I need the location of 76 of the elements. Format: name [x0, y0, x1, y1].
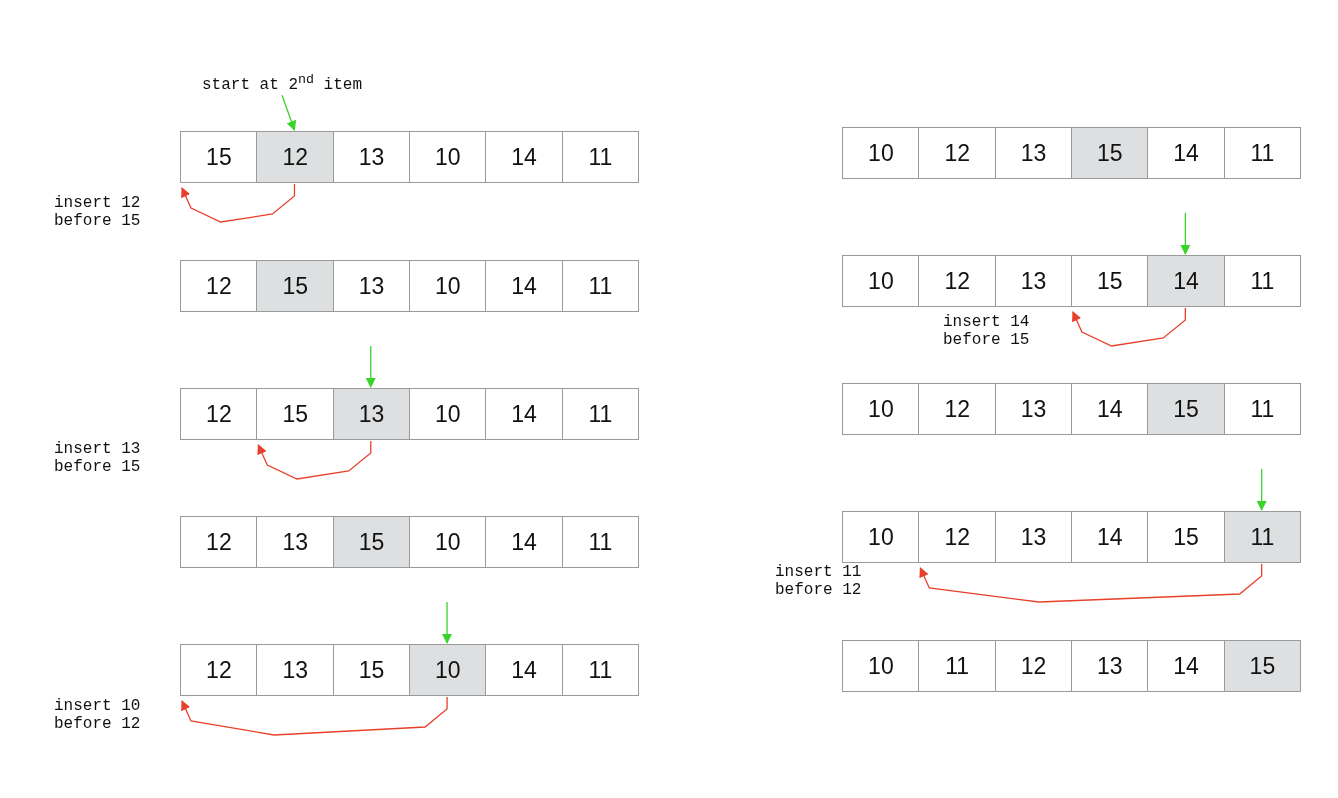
array-cell: 14 [1147, 640, 1225, 692]
array-cell: 12 [918, 255, 997, 307]
array-cell: 15 [332, 516, 411, 568]
array-cell: 12 [918, 127, 997, 179]
array-cell: 12 [994, 640, 1073, 692]
step-note: insert 13 before 15 [54, 440, 142, 476]
array-cell: 11 [1223, 127, 1302, 179]
note-text: start at 2$^{nd}$ item [202, 71, 363, 95]
array-cell: 15 [256, 260, 335, 312]
arrow [257, 440, 372, 480]
step-note: insert 12 before 15 [54, 194, 142, 230]
arrow [1256, 468, 1267, 511]
array-cell: 10 [408, 131, 487, 183]
array-cell: 14 [485, 260, 563, 312]
array-cell: 12 [918, 511, 997, 563]
array-cell: 10 [408, 644, 487, 696]
array-cell: 14 [485, 644, 563, 696]
arrow [442, 601, 453, 644]
arrow [1072, 307, 1186, 347]
array-cell: 10 [842, 127, 920, 179]
array-cell: 13 [332, 131, 411, 183]
array-cell: 13 [1070, 640, 1149, 692]
array-cell: 13 [256, 516, 335, 568]
array-cell: 11 [1223, 255, 1302, 307]
arrow [181, 183, 296, 223]
array-cell: 11 [561, 516, 640, 568]
array-cell: 14 [485, 131, 563, 183]
array-cell: 10 [842, 383, 920, 435]
step-note: insert 11 before 12 [775, 563, 863, 599]
array-cell: 12 [256, 131, 335, 183]
array-cell: 10 [842, 255, 920, 307]
array-cell: 11 [561, 131, 640, 183]
array-cell: 13 [332, 260, 411, 312]
array-cell: 12 [180, 260, 258, 312]
arrow [365, 345, 376, 388]
array-cell: 13 [994, 127, 1073, 179]
arrow [181, 696, 448, 736]
array-cell: 15 [1070, 127, 1149, 179]
array-cell: 14 [1147, 255, 1225, 307]
array-cell: 10 [408, 388, 487, 440]
array-cell: 10 [408, 260, 487, 312]
array-cell: 11 [1223, 511, 1302, 563]
array-cell: 14 [485, 388, 563, 440]
step-note: insert 14 before 15 [943, 313, 1031, 349]
array-cell: 15 [332, 644, 411, 696]
step-note: insert 10 before 12 [54, 697, 142, 733]
array-cell: 15 [1147, 511, 1225, 563]
array-cell: 15 [180, 131, 258, 183]
array-cell: 14 [1070, 383, 1149, 435]
array-cell: 15 [1147, 383, 1225, 435]
array-cell: 11 [561, 644, 640, 696]
array-cell: 10 [408, 516, 487, 568]
array-cell: 14 [485, 516, 563, 568]
array-cell: 11 [1223, 383, 1302, 435]
array-cell: 12 [180, 388, 258, 440]
array-cell: 15 [1070, 255, 1149, 307]
array-cell: 12 [918, 383, 997, 435]
array-cell: 11 [561, 260, 640, 312]
array-cell: 14 [1147, 127, 1225, 179]
array-cell: 10 [842, 511, 920, 563]
array-cell: 11 [918, 640, 997, 692]
array-cell: 13 [332, 388, 411, 440]
array-cell: 13 [256, 644, 335, 696]
array-cell: 12 [180, 516, 258, 568]
array-cell: 15 [1223, 640, 1302, 692]
array-cell: 13 [994, 383, 1073, 435]
arrow [919, 563, 1263, 603]
array-cell: 14 [1070, 511, 1149, 563]
array-cell: 13 [994, 511, 1073, 563]
array-cell: 12 [180, 644, 258, 696]
array-cell: 10 [842, 640, 920, 692]
array-cell: 13 [994, 255, 1073, 307]
array-cell: 11 [561, 388, 640, 440]
arrow [281, 94, 297, 131]
array-cell: 15 [256, 388, 335, 440]
arrow [1180, 212, 1191, 255]
